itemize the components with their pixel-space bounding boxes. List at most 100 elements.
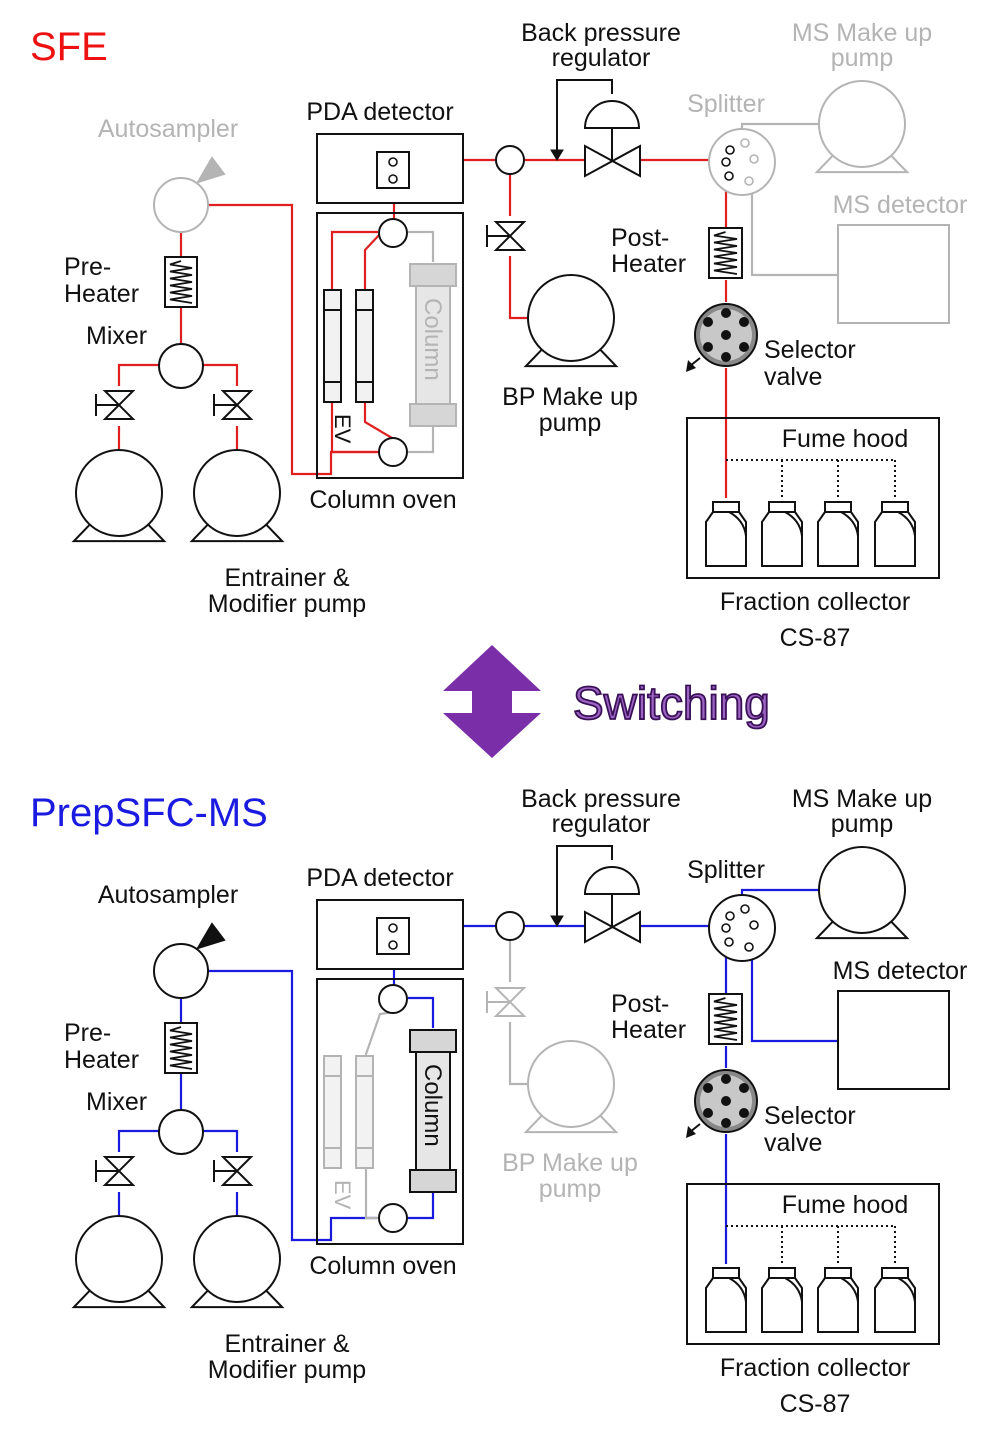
ms-makeup-pump-label: MS Make up xyxy=(792,785,932,813)
bp-makeup-pump-label: BP Make up xyxy=(502,1149,638,1177)
pda-port xyxy=(388,157,398,167)
extraction-vessel xyxy=(355,289,374,403)
pre-heater-label: Heater xyxy=(64,280,139,308)
flow-line xyxy=(203,1129,239,1152)
pumps-label: Modifier pump xyxy=(208,590,366,618)
selector-port xyxy=(721,1096,731,1106)
oven-switching-valve-bottom xyxy=(378,1203,408,1233)
extraction-vessel xyxy=(355,1055,374,1169)
pda-port xyxy=(388,174,398,184)
ms-makeup-pump-label: pump xyxy=(831,44,894,72)
fume-hood-label: Fume hood xyxy=(782,425,908,453)
bottle-label xyxy=(784,1277,803,1303)
column-label: Column xyxy=(419,1064,446,1147)
prepsfc-ms-panel: PrepSFC-MSAutosamplerPre-HeaterMixerEntr… xyxy=(30,785,967,1418)
ev-label: EV xyxy=(330,1180,355,1210)
pump-body xyxy=(818,846,906,934)
fraction-collector-label: Fraction collector xyxy=(720,588,910,616)
splitter-port xyxy=(749,920,759,930)
splitter-port xyxy=(725,145,735,155)
junction-tee xyxy=(495,145,525,175)
selector-port xyxy=(703,1108,713,1118)
pumps-label: Entrainer & xyxy=(224,564,349,592)
splitter-port xyxy=(740,904,750,914)
ms-detector xyxy=(837,224,950,324)
bottle-label xyxy=(840,511,859,537)
autosampler xyxy=(153,177,209,233)
splitter-label: Splitter xyxy=(687,856,765,884)
fraction-collector-label: Fraction collector xyxy=(720,1354,910,1382)
flow-line xyxy=(408,996,435,1028)
selector-waste-arrow-icon xyxy=(686,360,696,372)
selector-port xyxy=(739,1108,749,1118)
splitter-label: Splitter xyxy=(687,90,765,118)
selector-port xyxy=(739,342,749,352)
flow-line xyxy=(117,363,159,386)
pre-heater-label: Pre- xyxy=(64,253,111,281)
splitter-port xyxy=(744,176,754,186)
selector-waste-arrow-icon xyxy=(686,1126,696,1138)
switching-label: Switching xyxy=(573,677,770,729)
autosampler-label: Autosampler xyxy=(98,881,238,909)
bpr-valve xyxy=(584,144,641,178)
column-end-fitting xyxy=(409,263,457,287)
selector-valve-label: valve xyxy=(764,1129,822,1157)
post-heater-label: Heater xyxy=(611,1016,686,1044)
inactive-line xyxy=(508,1022,530,1086)
column-label: Column xyxy=(419,298,446,381)
flow-line xyxy=(203,363,239,386)
column-end-fitting xyxy=(409,1169,457,1193)
post-heater-label: Post- xyxy=(611,990,669,1018)
autosampler-injector-icon xyxy=(195,922,226,950)
pump-body xyxy=(193,1215,281,1303)
selector-valve-label: Selector xyxy=(764,336,856,364)
splitter-port xyxy=(749,154,759,164)
bpr-arrow-icon xyxy=(550,915,564,927)
splitter-port xyxy=(721,923,731,933)
fume-hood-label: Fume hood xyxy=(782,1191,908,1219)
pumps-label: Entrainer & xyxy=(224,1330,349,1358)
column-oven xyxy=(316,212,464,479)
flow-line xyxy=(508,256,530,320)
pre-heater-coil-icon xyxy=(169,260,193,304)
inactive-line xyxy=(408,230,435,262)
ev-label: EV xyxy=(330,414,355,444)
pda-detector-label: PDA detector xyxy=(306,864,453,892)
bp-makeup-pump-label: pump xyxy=(539,409,602,437)
bp-makeup-pump xyxy=(523,274,619,368)
entrainer-pump xyxy=(71,449,167,543)
column-end-fitting xyxy=(409,1029,457,1053)
splitter-port xyxy=(740,138,750,148)
pda-port xyxy=(388,923,398,933)
splitter xyxy=(708,894,776,962)
bpr-feedback-line xyxy=(556,79,613,155)
pumps-label: Modifier pump xyxy=(208,1356,366,1384)
mixer-label: Mixer xyxy=(86,1088,147,1116)
pre-heater-coil-icon xyxy=(169,1026,193,1070)
bottle-label xyxy=(728,1277,747,1303)
extraction-vessel xyxy=(323,289,342,403)
splitter-port xyxy=(721,157,731,167)
splitter xyxy=(708,128,776,196)
ms-detector xyxy=(837,990,950,1090)
fume-hood-box xyxy=(686,417,940,579)
bpr-label: regulator xyxy=(552,44,651,72)
switching-indicator: Switching xyxy=(443,645,771,758)
splitter-port xyxy=(724,937,734,947)
entrainer-pump xyxy=(71,1215,167,1309)
bpr-actuator xyxy=(583,100,641,129)
modifier-pump xyxy=(189,1215,285,1309)
bidirectional-arrow-icon xyxy=(443,645,541,758)
bottle-label xyxy=(784,511,803,537)
selector-port xyxy=(703,1083,713,1093)
ms-makeup-pump xyxy=(814,80,910,174)
ms-makeup-pump-label: pump xyxy=(831,810,894,838)
flow-line xyxy=(117,1129,159,1152)
column-end-fitting xyxy=(409,403,457,427)
oven-switching-valve-top xyxy=(378,218,408,248)
post-heater-coil-icon xyxy=(713,231,738,275)
autosampler-label: Autosampler xyxy=(98,115,238,143)
selector-port xyxy=(703,317,713,327)
pre-heater-label: Heater xyxy=(64,1046,139,1074)
pda-detector-label: PDA detector xyxy=(306,98,453,126)
